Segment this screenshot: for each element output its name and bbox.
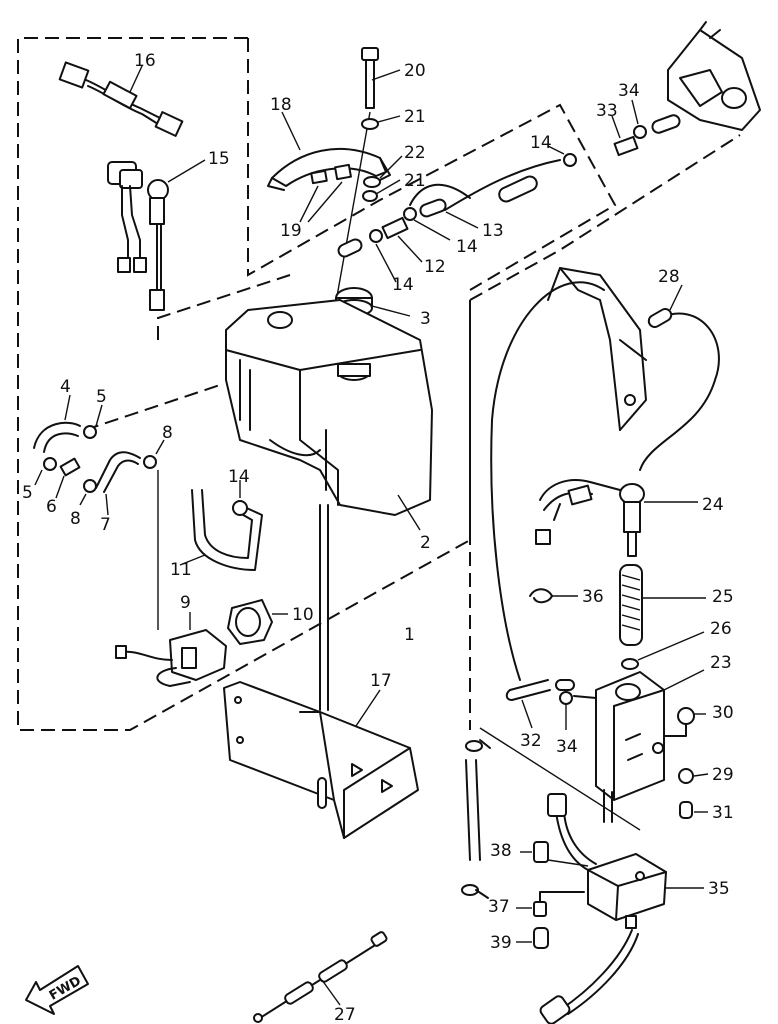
part-5-clamp-upper — [83, 404, 103, 439]
part-37-nut — [516, 901, 547, 917]
part-26-ring — [621, 631, 705, 670]
callout-19: 19 — [280, 221, 302, 241]
callout-22: 22 — [404, 143, 426, 163]
callout-14-c: 14 — [392, 275, 414, 295]
callout-14-d: 14 — [228, 467, 250, 487]
callout-17: 17 — [370, 671, 392, 691]
forward-direction-arrow: FWD — [25, 965, 89, 1015]
part-35-control-unit — [587, 853, 704, 929]
callout-31: 31 — [712, 803, 734, 823]
callout-8-right: 8 — [162, 423, 173, 443]
link-line-23-35 — [479, 727, 641, 831]
callout-6: 6 — [46, 497, 57, 517]
callout-14-b: 14 — [456, 237, 478, 257]
callout-36: 36 — [582, 587, 604, 607]
callout-39: 39 — [490, 933, 512, 953]
callout-34-lower: 34 — [556, 737, 578, 757]
part-9-oil-pump — [115, 612, 227, 687]
upper-fuel-hose — [409, 159, 561, 211]
callout-18: 18 — [270, 95, 292, 115]
part-32-hose — [505, 679, 551, 729]
callout-30: 30 — [712, 703, 734, 723]
part-7-hose — [95, 451, 141, 516]
callout-28: 28 — [658, 267, 680, 287]
part-19-pads — [299, 163, 352, 223]
callout-24: 24 — [702, 495, 724, 515]
part-38-sensor — [520, 841, 589, 867]
bracket-rod — [319, 504, 329, 711]
dashed-boundary-top-group — [247, 38, 617, 291]
dashed-boundary-left-group — [17, 37, 471, 731]
dashed-boundary-right-group — [469, 134, 741, 301]
callout-21-lower: 21 — [404, 171, 426, 191]
callout-1: 1 — [404, 625, 415, 645]
part-28-hose-loop — [490, 281, 720, 681]
part-27-cable — [253, 931, 388, 1023]
part-23-sub-tank — [595, 669, 705, 823]
part-22-washer — [363, 155, 403, 188]
drain-hose — [461, 739, 491, 899]
callout-14-a: 14 — [530, 133, 552, 153]
callout-32: 32 — [520, 731, 542, 751]
callout-8-left: 8 — [70, 509, 81, 529]
part-25-float — [619, 564, 706, 646]
part-17-mounting-bracket — [223, 681, 419, 839]
part-13-hose-segment — [337, 198, 479, 258]
engine-outline — [667, 21, 761, 131]
part-30-screw — [663, 707, 706, 737]
part-31-screw — [679, 801, 708, 819]
part-33-34-fitting — [611, 99, 681, 157]
callout-23: 23 — [710, 653, 732, 673]
dashed-boundary-left-inner — [84, 384, 221, 431]
callout-2: 2 — [420, 533, 431, 553]
part-24-level-sensor — [535, 479, 698, 557]
callout-15: 15 — [208, 149, 230, 169]
part-29-screw — [678, 768, 709, 784]
callout-27: 27 — [334, 1005, 356, 1024]
callout-13: 13 — [482, 221, 504, 241]
callout-33: 33 — [596, 101, 618, 121]
callout-37: 37 — [488, 897, 510, 917]
callout-20: 20 — [404, 61, 426, 81]
part-14-clips — [369, 145, 577, 283]
callout-5-lower: 5 — [22, 483, 33, 503]
callout-21-upper: 21 — [404, 107, 426, 127]
part-5-clamp-lower — [34, 457, 57, 486]
callout-7: 7 — [100, 515, 111, 535]
callout-34-upper: 34 — [618, 81, 640, 101]
callout-10: 10 — [292, 605, 314, 625]
callout-5-upper: 5 — [96, 387, 107, 407]
part-12-joint — [381, 216, 423, 263]
callout-9: 9 — [180, 593, 191, 613]
part-15-harness-switch — [107, 159, 206, 311]
part-39-plug — [516, 927, 549, 949]
part-11-hose — [179, 489, 263, 571]
part-4-hose — [33, 394, 81, 453]
callout-35: 35 — [708, 879, 730, 899]
callout-3: 3 — [420, 309, 431, 329]
callout-12: 12 — [424, 257, 446, 277]
callout-labels: 1 2 3 4 5 5 6 7 8 8 9 10 11 12 13 14 14 … — [22, 51, 734, 1024]
part-6-fitting — [55, 457, 81, 499]
callout-26: 26 — [710, 619, 732, 639]
dashed-boundary-harness — [157, 274, 291, 340]
callout-29: 29 — [712, 765, 734, 785]
part-10-oil-filter — [227, 599, 288, 645]
part-2-oil-tank — [225, 299, 433, 531]
part-21-nut-lower — [362, 179, 401, 202]
callout-4: 4 — [60, 377, 71, 397]
part-34-clip-lower — [555, 679, 597, 730]
callout-38: 38 — [490, 841, 512, 861]
part-14-clip-hose — [232, 480, 248, 516]
part-35-wiring — [539, 793, 639, 1024]
callout-16: 16 — [134, 51, 156, 71]
callout-11: 11 — [170, 560, 192, 580]
callout-25: 25 — [712, 587, 734, 607]
part-36-clip — [529, 588, 578, 604]
part-16-wire-lead — [58, 61, 184, 137]
part-8-clamps — [79, 439, 165, 506]
part-21-nut-upper — [361, 115, 401, 130]
engine-cover-right — [547, 267, 647, 431]
